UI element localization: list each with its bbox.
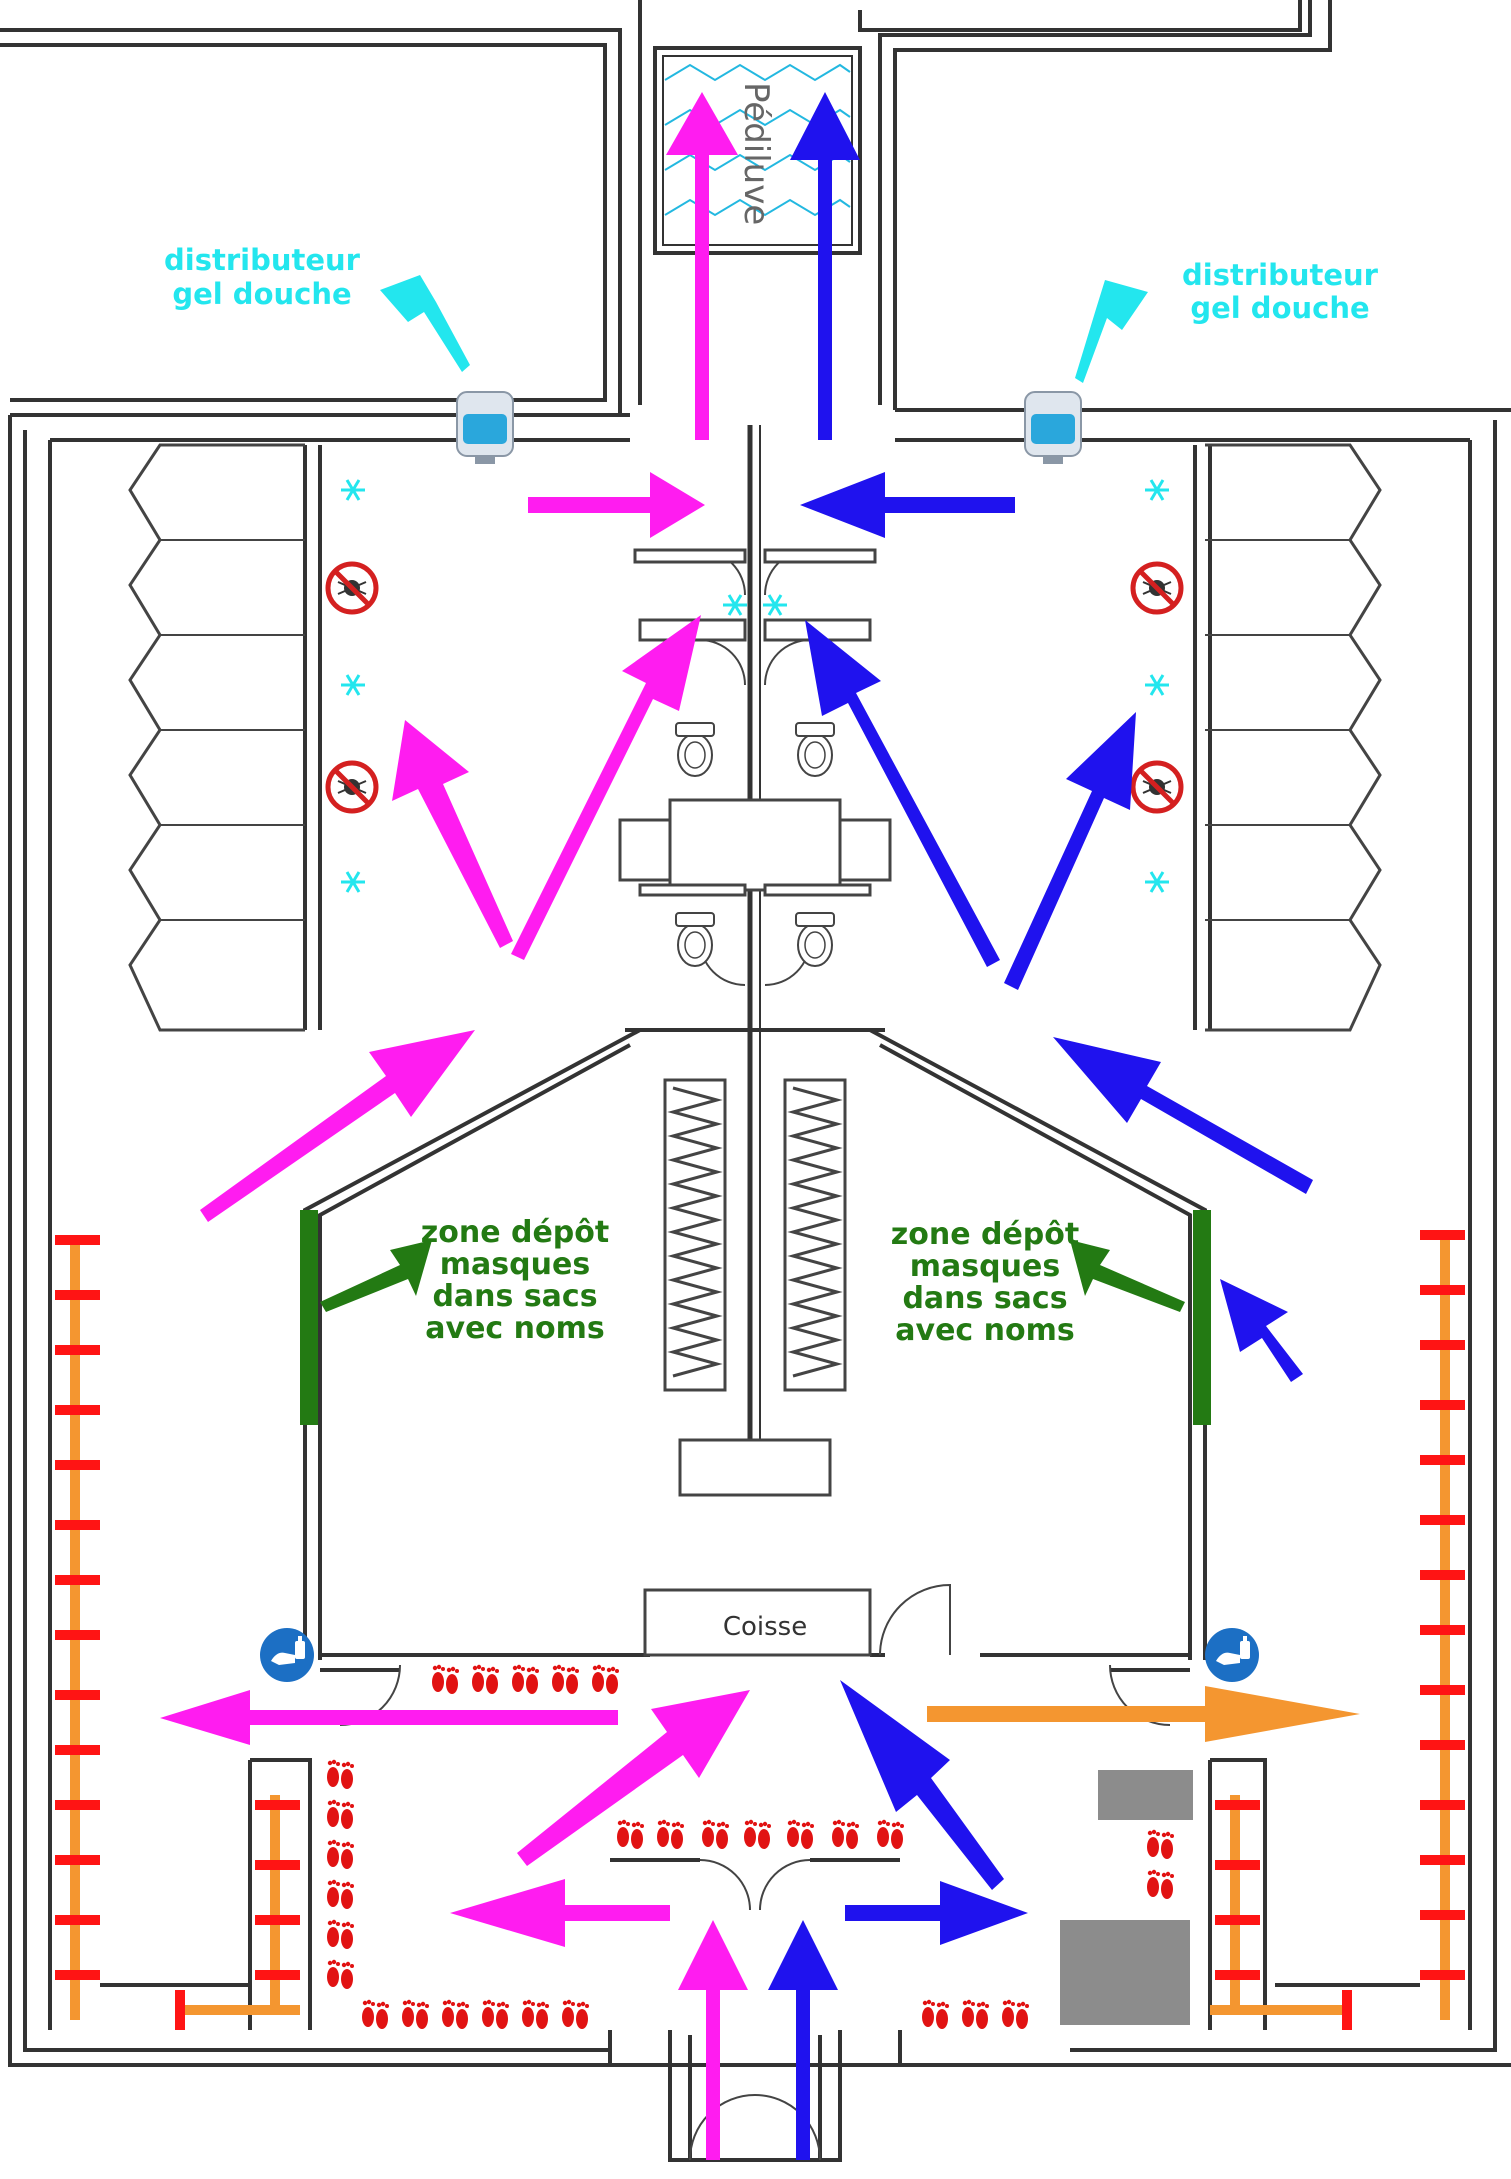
gel-left-line2: gel douche [172,277,351,311]
pediluve-label: Pédiluve [736,82,776,225]
ladder-right [1420,1230,1465,2020]
arrow-left-lower-magenta [450,1879,670,1947]
zone-label-right: zone dépôt masques dans sacs avec noms [891,1217,1079,1348]
zone-left-line3: dans sacs [432,1279,597,1314]
arrow-entry-locker-magenta [200,1030,475,1222]
arrow-exit-right-orange [927,1686,1360,1742]
wc-block [618,548,892,897]
arrow-to-caisse-magenta [517,1690,750,1866]
arrow-right-lower-blue [845,1881,1028,1945]
arrow-locker-right-blue [1004,712,1136,990]
caisse-desk: Coisse [643,1588,872,1657]
gel-right-line2: gel douche [1190,291,1369,325]
zone-label-left: zone dépôt masques dans sacs avec noms [421,1215,609,1346]
arrow-to-caisse-blue [840,1680,1004,1890]
arrow-locker-left-magenta [392,720,513,948]
ladder-right-inner [1210,1795,1352,2030]
flow-arrows [160,92,1360,2160]
benches [663,1078,847,1497]
arrow-wc-blue [805,620,1000,967]
arrow-up-pediluve-blue [790,92,860,440]
ladder-left-inner [175,1795,300,2030]
zone-left-line4: avec noms [425,1311,604,1346]
caisse-label: Coisse [723,1612,807,1642]
arrow-entry-locker-blue [1053,1037,1313,1194]
callout-arrow-left-cyan [380,275,470,372]
zone-right-line1: zone dépôt [891,1217,1079,1252]
gray-blocks [1060,1770,1193,2025]
callout-arrow-right-green [1070,1240,1185,1312]
lockers-left [128,443,307,1032]
gel-right-line1: distributeur [1182,258,1379,292]
lockers-right [1203,443,1382,1032]
zone-right-line2: masques [910,1249,1060,1284]
arrow-left-blue [800,472,1015,538]
gel-left-line1: distributeur [164,243,361,277]
zone-left-line1: zone dépôt [421,1215,609,1250]
zone-right-line3: dans sacs [902,1281,1067,1316]
arrow-wc-magenta [511,615,701,960]
arrow-exit-left-magenta [160,1690,618,1745]
soap-dispenser-icons [456,391,1082,465]
gel-callout-right: distributeur gel douche [1182,258,1379,325]
mask-drop-zones [300,1210,1211,1425]
callout-arrow-left-green [320,1240,432,1312]
zone-left-line2: masques [440,1247,590,1282]
arrow-entrance-magenta [678,1920,748,2160]
arrow-zone-right-blue [1220,1279,1303,1382]
gel-callout-left: distributeur gel douche [164,243,361,311]
callout-arrow-right-cyan [1075,280,1148,383]
door-arcs [339,549,1171,2161]
arrow-entrance-blue [768,1920,838,2160]
arrow-up-pediluve-magenta [666,92,738,440]
zone-right-line4: avec noms [895,1313,1074,1348]
arrow-right-magenta [528,472,705,538]
ladder-left [55,1235,100,2020]
